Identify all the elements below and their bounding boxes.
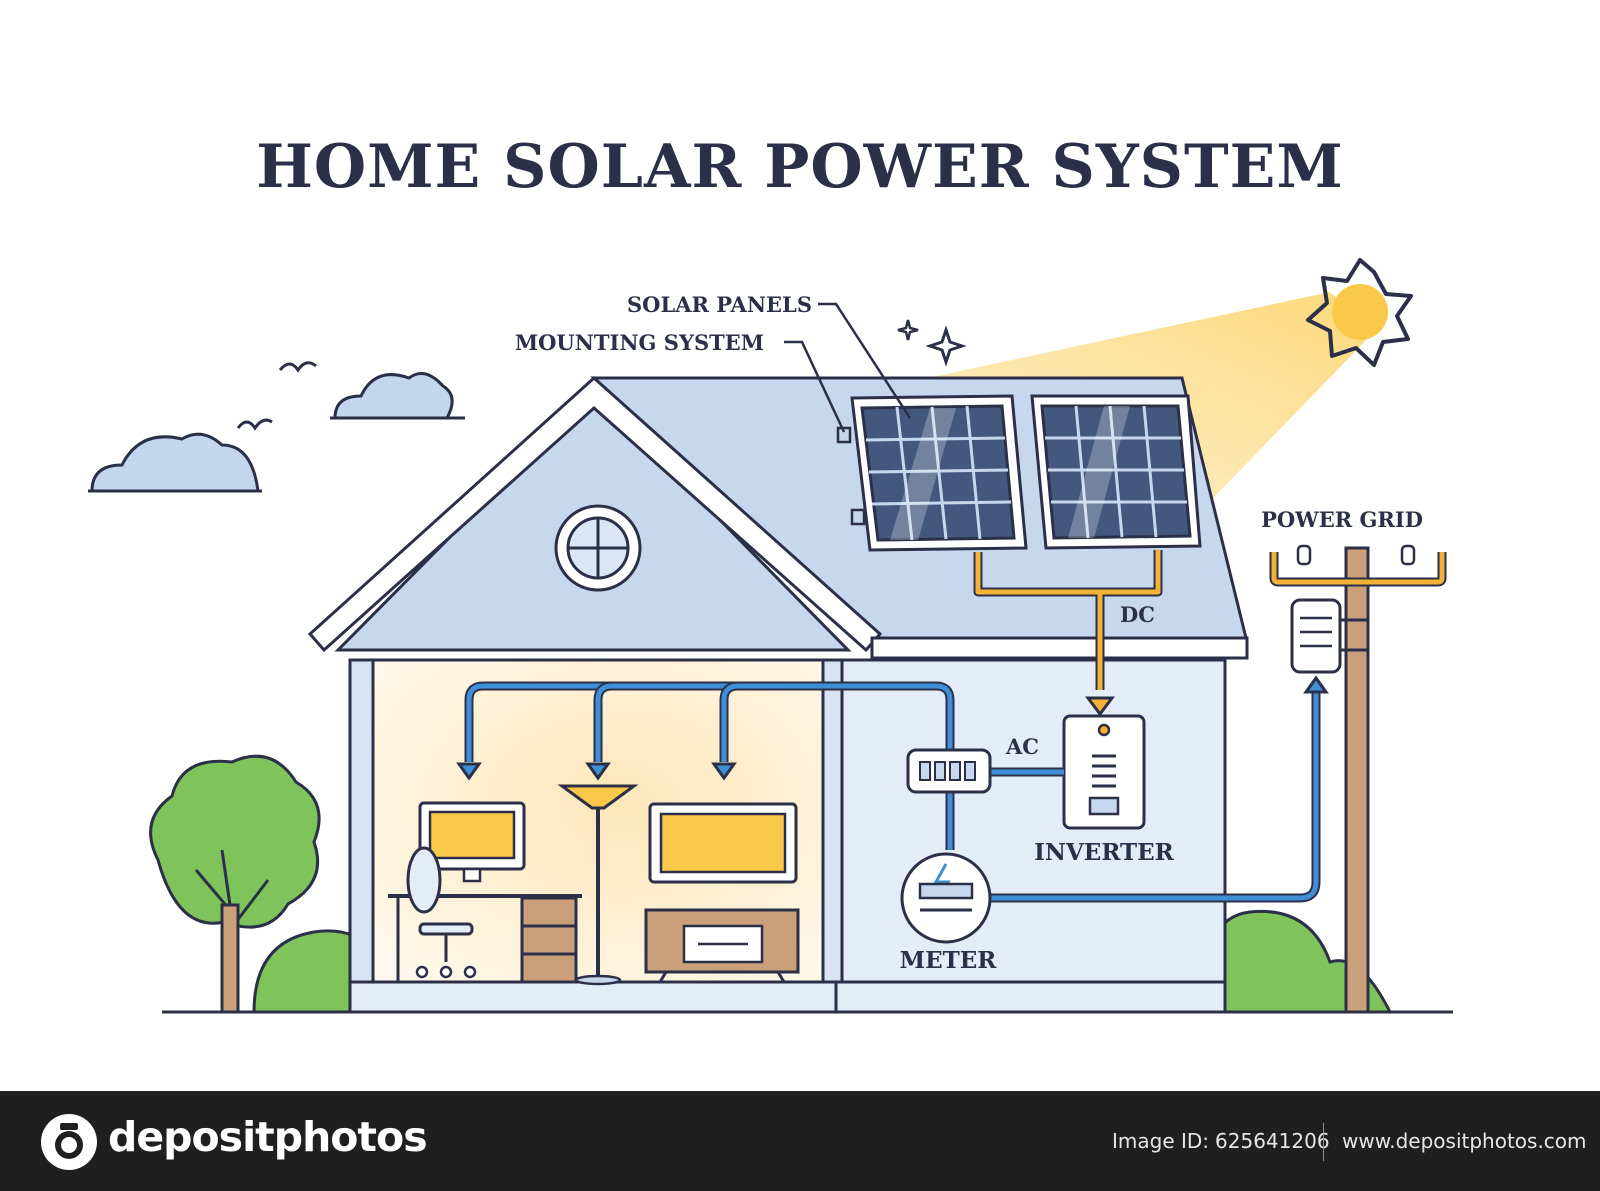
house-wall-right bbox=[840, 658, 1227, 984]
solar-panel bbox=[850, 394, 1028, 552]
arrow-down-icon bbox=[456, 762, 482, 781]
arrow-up-icon bbox=[1303, 675, 1329, 694]
solar-panels-leader bbox=[818, 302, 912, 419]
diagram-stage: HOME SOLAR POWER SYSTEM bbox=[88, 132, 1453, 1014]
label-ac: AC bbox=[1005, 734, 1039, 759]
site-link[interactable]: www.depositphotos.com bbox=[1342, 1129, 1587, 1153]
arrow-down-icon bbox=[585, 762, 611, 781]
label-mounting-system: MOUNTING SYSTEM bbox=[515, 330, 764, 355]
sparkle-icon bbox=[925, 325, 967, 367]
sparkle-icon bbox=[897, 319, 919, 341]
breaker-panel bbox=[906, 748, 992, 794]
mounting-bracket bbox=[850, 508, 866, 526]
tree-icon bbox=[149, 754, 321, 1014]
roof-eave bbox=[870, 636, 1249, 660]
image-id: Image ID:625641206 bbox=[1112, 1129, 1330, 1153]
mounting-bracket bbox=[836, 426, 852, 444]
arrow-down-icon bbox=[711, 762, 737, 781]
label-dc: DC bbox=[1120, 602, 1155, 627]
image-id-value: 625641206 bbox=[1215, 1129, 1330, 1153]
house-foundation bbox=[348, 980, 1227, 1014]
dc-arrowhead bbox=[1085, 696, 1115, 717]
label-solar-panels: SOLAR PANELS bbox=[627, 292, 812, 317]
utility-pole-icon bbox=[1269, 544, 1447, 1014]
label-power-grid: POWER GRID bbox=[1261, 507, 1423, 532]
cloud-icon bbox=[88, 432, 262, 493]
inverter-box bbox=[1062, 714, 1146, 830]
cloud-icon bbox=[330, 372, 465, 420]
gable-fascia bbox=[307, 375, 883, 653]
sun-icon bbox=[1306, 258, 1413, 367]
mounting-system-leader bbox=[784, 340, 846, 433]
label-meter: METER bbox=[900, 947, 998, 974]
bird-icon bbox=[236, 418, 273, 431]
solar-panel bbox=[1030, 394, 1202, 550]
image-id-label: Image ID: bbox=[1112, 1129, 1210, 1153]
camera-logo-icon bbox=[41, 1114, 97, 1170]
solar-diagram: SOLAR PANELS MOUNTING SYSTEM POWER GRID … bbox=[88, 258, 1453, 1014]
diagram-title: HOME SOLAR POWER SYSTEM bbox=[256, 132, 1344, 202]
footer-divider bbox=[1323, 1123, 1324, 1161]
tv-console bbox=[644, 802, 800, 983]
round-window-icon bbox=[554, 504, 642, 592]
meter-icon bbox=[900, 852, 992, 944]
floor-lamp-icon bbox=[557, 784, 639, 986]
label-inverter: INVERTER bbox=[1034, 839, 1175, 866]
brand-name: depositphotos bbox=[108, 1113, 428, 1161]
desk-workstation bbox=[388, 801, 582, 984]
bird-icon bbox=[278, 361, 317, 373]
watermark-footer: depositphotos Image ID:625641206 www.dep… bbox=[0, 1091, 1600, 1191]
